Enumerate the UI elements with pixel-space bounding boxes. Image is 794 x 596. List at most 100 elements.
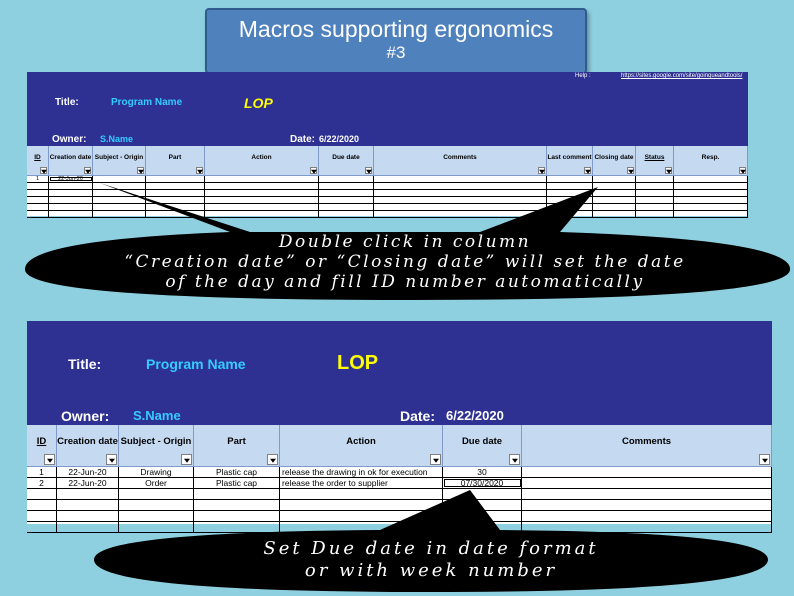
table-cell[interactable] — [636, 190, 674, 196]
table-cell[interactable] — [319, 211, 374, 217]
column-header[interactable]: ID — [27, 425, 57, 467]
table-cell[interactable] — [522, 500, 772, 510]
table-cell[interactable] — [374, 183, 547, 189]
table-cell[interactable] — [522, 467, 772, 477]
table-cell[interactable]: 1 — [27, 467, 57, 477]
table-cell[interactable] — [319, 183, 374, 189]
table-cell[interactable]: Plastic cap — [194, 478, 280, 488]
table-cell[interactable]: 2 — [27, 478, 57, 488]
table-cell[interactable] — [146, 183, 205, 189]
table-cell[interactable] — [593, 197, 636, 203]
column-header[interactable]: Last comment — [547, 146, 593, 176]
column-header[interactable]: Part — [194, 425, 280, 467]
table-cell[interactable] — [374, 176, 547, 182]
table-cell[interactable] — [57, 522, 119, 532]
owner-value[interactable]: S.Name — [133, 408, 181, 423]
column-header[interactable]: Action — [205, 146, 319, 176]
table-cell[interactable] — [374, 190, 547, 196]
table-cell[interactable] — [27, 511, 57, 521]
table-cell[interactable] — [27, 489, 57, 499]
table-cell[interactable] — [674, 176, 748, 182]
table-cell[interactable] — [57, 489, 119, 499]
table-cell[interactable] — [522, 511, 772, 521]
table-cell[interactable] — [674, 183, 748, 189]
table-cell[interactable] — [522, 522, 772, 532]
table-cell[interactable] — [547, 197, 593, 203]
table-cell[interactable] — [146, 211, 205, 217]
date-value[interactable]: 6/22/2020 — [319, 134, 360, 144]
column-header[interactable]: Closing date — [593, 146, 636, 176]
column-header[interactable]: Comments — [522, 425, 772, 467]
column-header[interactable]: Due date — [443, 425, 522, 467]
table-cell[interactable]: 22-Jun-20 — [49, 176, 93, 182]
filter-dropdown-icon[interactable] — [267, 454, 278, 465]
table-cell[interactable] — [205, 183, 319, 189]
table-cell[interactable] — [374, 197, 547, 203]
table-cell[interactable] — [674, 211, 748, 217]
table-cell[interactable] — [194, 511, 280, 521]
title-value[interactable]: Program Name — [146, 356, 246, 372]
table-cell[interactable] — [522, 489, 772, 499]
table-cell[interactable]: 30 — [443, 467, 522, 477]
table-cell[interactable] — [547, 183, 593, 189]
table-cell[interactable] — [146, 176, 205, 182]
table-cell[interactable] — [593, 190, 636, 196]
table-cell[interactable] — [194, 500, 280, 510]
filter-dropdown-icon[interactable] — [365, 167, 372, 174]
table-cell[interactable] — [49, 183, 93, 189]
table-cell[interactable] — [27, 197, 49, 203]
filter-dropdown-icon[interactable] — [310, 167, 317, 174]
table-cell[interactable] — [636, 204, 674, 210]
date-value[interactable]: 6/22/2020 — [446, 408, 504, 423]
title-value[interactable]: Program Name — [111, 97, 183, 108]
table-cell[interactable] — [674, 197, 748, 203]
table-cell[interactable] — [593, 204, 636, 210]
table-cell[interactable] — [547, 211, 593, 217]
help-link[interactable]: https://sites.google.com/site/goinqueand… — [621, 73, 743, 79]
column-header[interactable]: Comments — [374, 146, 547, 176]
table-cell[interactable] — [146, 197, 205, 203]
column-header[interactable]: Resp. — [674, 146, 748, 176]
table-cell[interactable] — [443, 500, 522, 510]
table-cell[interactable] — [119, 489, 194, 499]
table-cell[interactable]: 22-Jun-20 — [57, 478, 119, 488]
column-header[interactable]: Part — [146, 146, 205, 176]
table-cell[interactable] — [205, 197, 319, 203]
filter-dropdown-icon[interactable] — [181, 454, 192, 465]
table-cell[interactable] — [547, 176, 593, 182]
filter-dropdown-icon[interactable] — [739, 167, 746, 174]
table-cell[interactable] — [636, 176, 674, 182]
table-cell[interactable] — [49, 190, 93, 196]
table-cell[interactable] — [49, 204, 93, 210]
table-cell[interactable] — [593, 176, 636, 182]
owner-value[interactable]: S.Name — [100, 134, 134, 144]
column-header[interactable]: Due date — [319, 146, 374, 176]
table-cell[interactable] — [194, 522, 280, 532]
table-cell[interactable]: Order — [119, 478, 194, 488]
filter-dropdown-icon[interactable] — [538, 167, 545, 174]
column-header[interactable]: ID — [27, 146, 49, 176]
table-cell[interactable] — [674, 204, 748, 210]
filter-dropdown-icon[interactable] — [137, 167, 144, 174]
table-cell[interactable] — [593, 183, 636, 189]
table-cell[interactable] — [636, 183, 674, 189]
table-cell[interactable] — [674, 190, 748, 196]
column-header[interactable]: Subject - Origin — [93, 146, 146, 176]
table-cell[interactable]: release the order to supplier — [280, 478, 443, 488]
table-cell[interactable] — [27, 522, 57, 532]
table-cell[interactable] — [93, 204, 146, 210]
filter-dropdown-icon[interactable] — [44, 454, 55, 465]
table-cell[interactable]: 1 — [27, 176, 49, 182]
filter-dropdown-icon[interactable] — [196, 167, 203, 174]
filter-dropdown-icon[interactable] — [627, 167, 634, 174]
filter-dropdown-icon[interactable] — [40, 167, 47, 174]
table-cell[interactable] — [119, 511, 194, 521]
column-header[interactable]: Subject - Origin — [119, 425, 194, 467]
table-cell[interactable]: release the drawing in ok for execution — [280, 467, 443, 477]
table-cell[interactable] — [319, 190, 374, 196]
column-header[interactable]: Creation date — [57, 425, 119, 467]
table-cell[interactable] — [319, 197, 374, 203]
table-cell[interactable] — [205, 211, 319, 217]
table-cell[interactable]: 07/30/2020 — [443, 478, 522, 488]
table-cell[interactable] — [93, 176, 146, 182]
